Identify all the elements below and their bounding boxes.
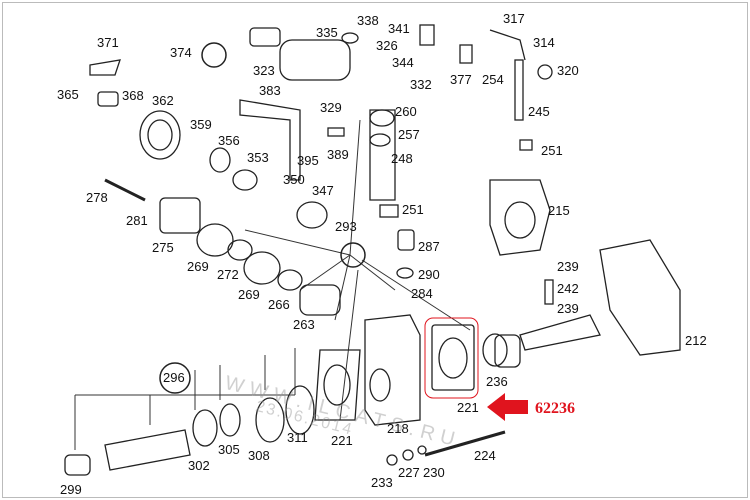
part-label-395[interactable]: 395: [297, 153, 319, 168]
wrench-icon: [201, 42, 227, 68]
part-label-221[interactable]: 221: [457, 400, 479, 415]
part-label-254[interactable]: 254: [482, 72, 504, 87]
part-label-302[interactable]: 302: [188, 458, 210, 473]
part-label-296[interactable]: 296: [163, 370, 185, 385]
part-label-281[interactable]: 281: [126, 213, 148, 228]
part-label-212[interactable]: 212: [685, 333, 707, 348]
part-label-248[interactable]: 248: [391, 151, 413, 166]
part-label-263[interactable]: 263: [293, 317, 315, 332]
part-label-350[interactable]: 350: [283, 172, 305, 187]
red-arrow-icon: [487, 393, 528, 421]
part-label-326[interactable]: 326: [376, 38, 398, 53]
part-label-236[interactable]: 236: [486, 374, 508, 389]
part-label-344[interactable]: 344: [392, 55, 414, 70]
part-label-278[interactable]: 278: [86, 190, 108, 205]
part-label-266[interactable]: 266: [268, 297, 290, 312]
part-label-287[interactable]: 287: [418, 239, 440, 254]
part-label-347[interactable]: 347: [312, 183, 334, 198]
part-label-239[interactable]: 239: [557, 259, 579, 274]
wrench-icon: [340, 242, 366, 268]
part-label-275[interactable]: 275: [152, 240, 174, 255]
part-label-308[interactable]: 308: [248, 448, 270, 463]
part-label-332[interactable]: 332: [410, 77, 432, 92]
part-label-293[interactable]: 293: [335, 219, 357, 234]
part-label-269[interactable]: 269: [187, 259, 209, 274]
part-label-221[interactable]: 221: [331, 433, 353, 448]
part-label-284[interactable]: 284: [411, 286, 433, 301]
part-label-368[interactable]: 368: [122, 88, 144, 103]
part-label-356[interactable]: 356: [218, 133, 240, 148]
part-label-338[interactable]: 338: [357, 13, 379, 28]
part-label-215[interactable]: 215: [548, 203, 570, 218]
part-label-227[interactable]: 227: [398, 465, 420, 480]
part-label-329[interactable]: 329: [320, 100, 342, 115]
part-label-353[interactable]: 353: [247, 150, 269, 165]
part-label-257[interactable]: 257: [398, 127, 420, 142]
part-label-242[interactable]: 242: [557, 281, 579, 296]
part-label-230[interactable]: 230: [423, 465, 445, 480]
part-label-311[interactable]: 311: [287, 430, 308, 445]
part-label-290[interactable]: 290: [418, 267, 440, 282]
part-label-218[interactable]: 218: [387, 421, 409, 436]
part-label-233[interactable]: 233: [371, 475, 393, 490]
part-label-272[interactable]: 272: [217, 267, 239, 282]
part-label-260[interactable]: 260: [395, 104, 417, 119]
part-label-377[interactable]: 377: [450, 72, 472, 87]
part-label-224[interactable]: 224: [474, 448, 496, 463]
part-number-callout[interactable]: 62236: [535, 400, 575, 417]
part-label-269[interactable]: 269: [238, 287, 260, 302]
part-label-374[interactable]: 374: [170, 45, 192, 60]
part-label-251[interactable]: 251: [402, 202, 424, 217]
part-label-320[interactable]: 320: [557, 63, 579, 78]
assembly-circle-296: [159, 362, 191, 394]
parts: [64, 24, 681, 476]
part-label-245[interactable]: 245: [528, 104, 550, 119]
part-label-383[interactable]: 383: [259, 83, 281, 98]
part-label-359[interactable]: 359: [190, 117, 212, 132]
part-label-305[interactable]: 305: [218, 442, 240, 457]
part-label-389[interactable]: 389: [327, 147, 349, 162]
part-label-317[interactable]: 317: [503, 11, 525, 26]
part-label-365[interactable]: 365: [57, 87, 79, 102]
part-label-239[interactable]: 239: [557, 301, 579, 316]
highlight-box: [424, 317, 479, 399]
part-label-314[interactable]: 314: [533, 35, 555, 50]
part-label-341[interactable]: 341: [388, 21, 410, 36]
part-label-335[interactable]: 335: [316, 25, 338, 40]
part-label-371[interactable]: 371: [97, 35, 119, 50]
part-label-299[interactable]: 299: [60, 482, 82, 497]
part-label-251[interactable]: 251: [541, 143, 563, 158]
part-label-362[interactable]: 362: [152, 93, 174, 108]
part-label-323[interactable]: 323: [253, 63, 275, 78]
